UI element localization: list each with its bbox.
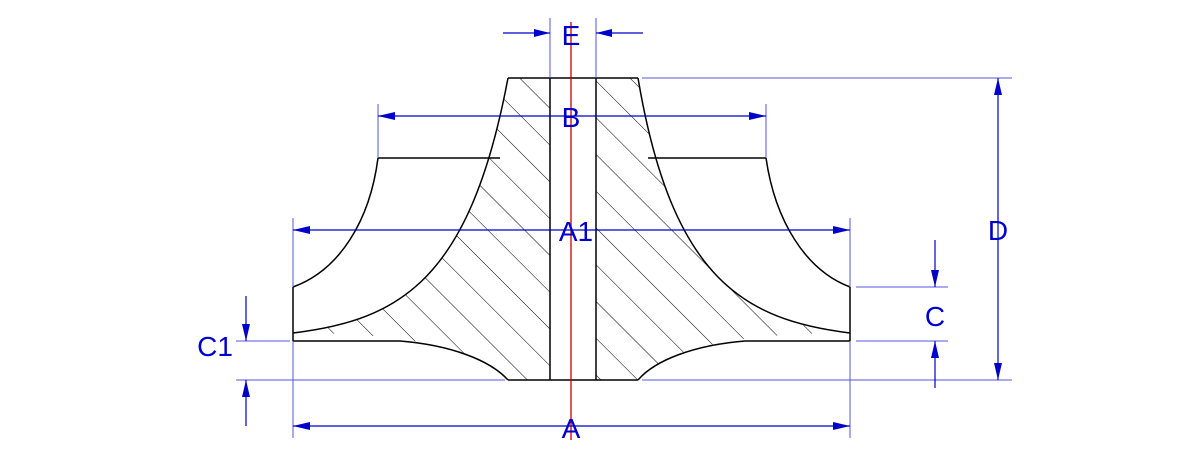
- dimension-a1: [293, 226, 850, 234]
- label-c1: C1: [197, 331, 233, 362]
- label-d: D: [988, 215, 1008, 246]
- dimension-a: [293, 422, 850, 430]
- label-b: B: [562, 102, 581, 133]
- dimension-c1: [242, 296, 250, 426]
- dimension-b: [378, 112, 766, 120]
- label-a: A: [562, 413, 581, 444]
- hub-section-left: [293, 78, 550, 380]
- part-outline: [292, 77, 851, 381]
- extension-lines: [236, 18, 1012, 438]
- dimension-e: [503, 29, 643, 37]
- label-e: E: [562, 20, 581, 51]
- label-c: C: [925, 301, 945, 332]
- hub-section-right: [596, 78, 850, 380]
- label-a1: A1: [559, 216, 593, 247]
- dimension-d: [994, 78, 1002, 380]
- dimension-c: [931, 240, 939, 388]
